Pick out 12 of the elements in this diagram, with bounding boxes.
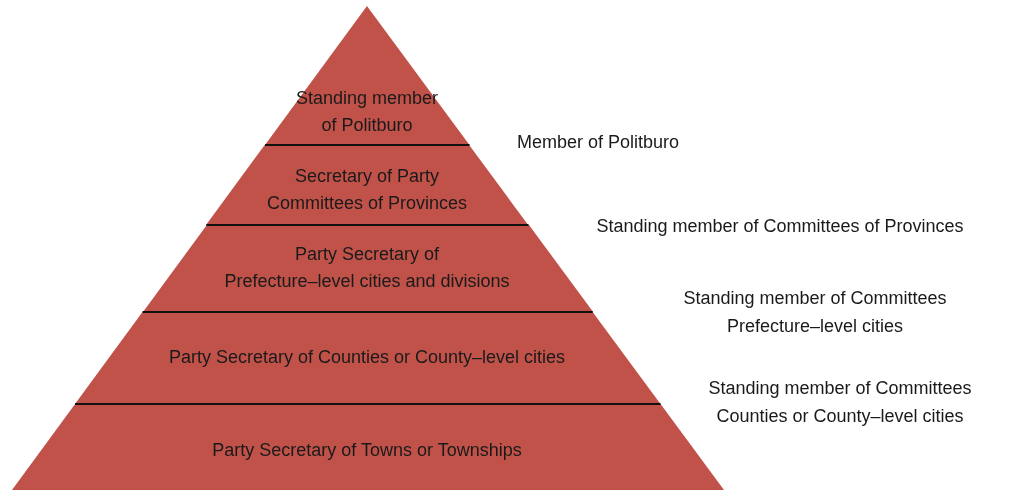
level-label: Standing member of Committees Counties or County–level cities xyxy=(708,377,972,428)
tier-label: Party Secretary of Counties or County–level cities xyxy=(168,345,566,369)
pyramid-tier xyxy=(142,225,593,312)
pyramid-tier xyxy=(75,312,661,404)
tier-label: Secretary of Party Committees of Provinces xyxy=(266,165,467,215)
tier-label: Party Secretary of Towns or Townships xyxy=(212,438,522,462)
level-label: Member of Politburo xyxy=(516,131,680,154)
pyramid-apex xyxy=(265,6,470,145)
tier-label: Party Secretary of Prefecture–level cities and divisions xyxy=(224,243,510,293)
tier-label: Standing member of Politburo xyxy=(295,87,438,137)
level-label: Standing member of Committees of Provinces xyxy=(596,215,964,238)
level-label: Standing member of Committees Prefecture–level cities xyxy=(683,287,947,338)
